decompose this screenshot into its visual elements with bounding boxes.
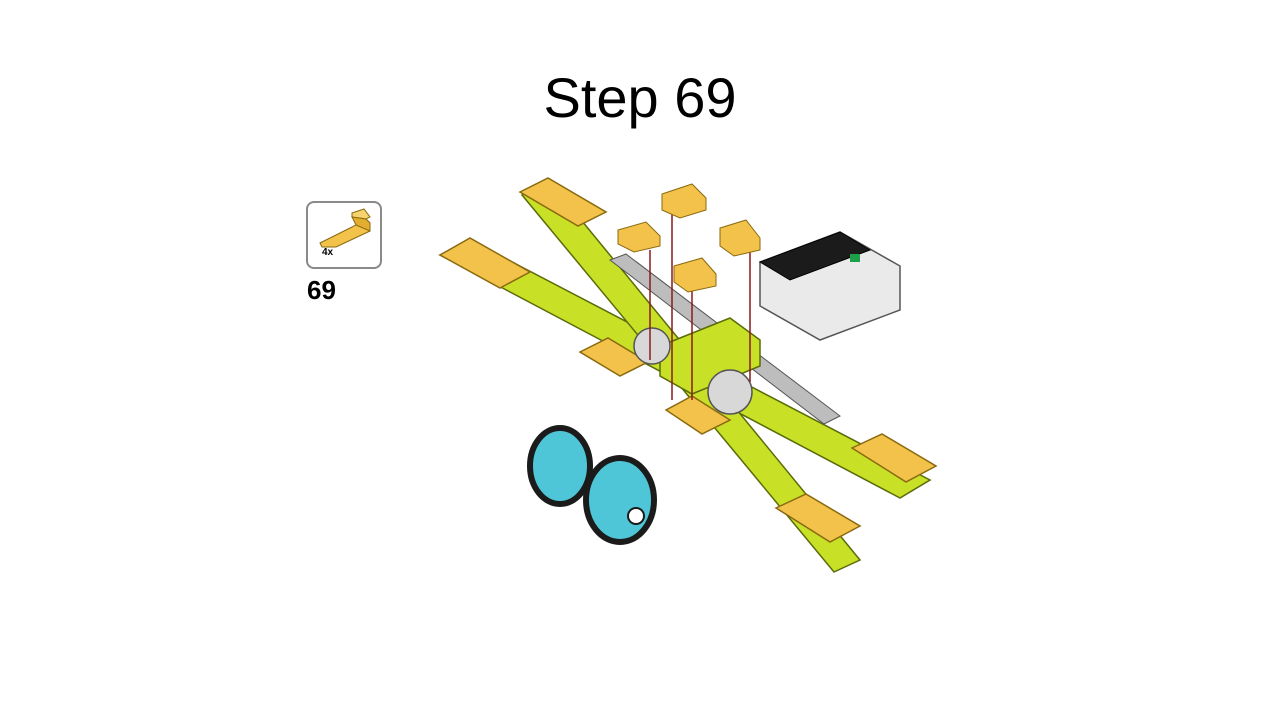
- lego-build-model-illustration: [438, 177, 938, 573]
- parts-quantity: 4x: [322, 247, 334, 258]
- parts-callout-box: 4x: [306, 201, 382, 269]
- page-title: Step 69: [543, 66, 737, 129]
- yellow-slope-brick-icon: [319, 208, 371, 248]
- step-number: 69: [307, 275, 336, 305]
